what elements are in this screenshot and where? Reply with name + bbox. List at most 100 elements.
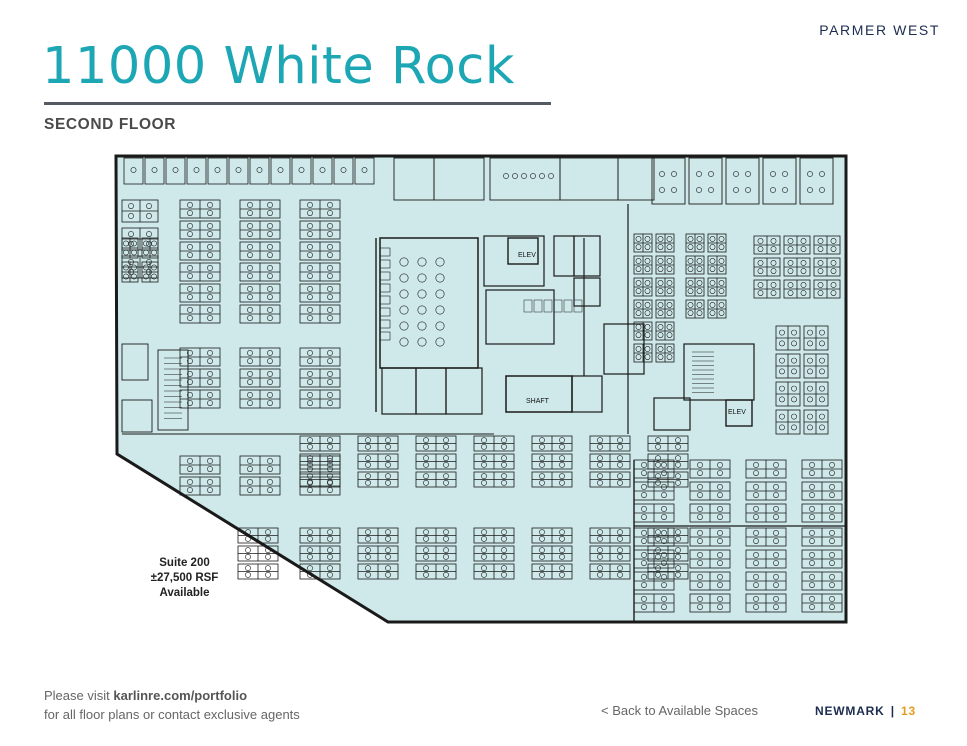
chair	[307, 487, 313, 493]
chair	[791, 385, 797, 392]
back-to-spaces-link[interactable]: < Back to Available Spaces	[601, 703, 758, 718]
chair	[385, 529, 391, 536]
chair	[779, 385, 785, 392]
back-link-label[interactable]: < Back to Available Spaces	[601, 703, 758, 718]
chair	[617, 437, 623, 444]
chair	[675, 455, 681, 462]
chair	[247, 371, 253, 377]
lounge	[121, 343, 149, 381]
chair	[307, 307, 313, 313]
chair	[245, 529, 251, 536]
chair	[830, 260, 837, 266]
booth	[379, 283, 391, 293]
chair	[644, 288, 651, 294]
chair	[327, 244, 333, 250]
chair	[717, 514, 723, 520]
chair	[423, 565, 429, 572]
chair	[819, 385, 825, 392]
chair	[617, 571, 623, 578]
chair	[641, 514, 647, 520]
chair	[267, 265, 273, 271]
chair	[207, 371, 213, 377]
chair	[644, 244, 651, 250]
chair	[327, 443, 333, 450]
chair	[267, 487, 273, 493]
portfolio-link[interactable]: karlinre.com/portfolio	[113, 688, 248, 703]
chair	[709, 288, 716, 294]
chair	[830, 268, 837, 274]
chair	[800, 282, 807, 288]
chair	[597, 565, 603, 572]
chair	[717, 530, 723, 536]
chair	[128, 213, 134, 219]
chair	[187, 223, 193, 229]
chair	[559, 479, 565, 486]
chair	[641, 582, 647, 588]
chair	[187, 244, 193, 250]
chair	[123, 249, 129, 256]
chair	[245, 553, 251, 560]
chair	[709, 280, 716, 286]
chair	[661, 462, 667, 468]
chair	[187, 358, 193, 364]
chair	[327, 315, 333, 321]
chair	[718, 302, 725, 308]
chair	[187, 231, 193, 237]
chair	[481, 535, 487, 542]
chair	[597, 529, 603, 536]
chair	[697, 560, 703, 566]
chair	[307, 535, 313, 542]
utility	[573, 277, 601, 307]
chair	[753, 560, 759, 566]
chair	[128, 231, 134, 237]
chair	[443, 547, 449, 554]
chair	[696, 288, 703, 294]
chair	[697, 604, 703, 610]
chair	[207, 231, 213, 237]
chair	[687, 310, 694, 316]
chair	[481, 479, 487, 486]
perimeter-office	[651, 157, 686, 205]
chair	[146, 231, 152, 237]
chair	[655, 437, 661, 444]
chair	[655, 535, 661, 542]
chair	[443, 461, 449, 468]
perimeter-office	[144, 157, 165, 185]
chair	[597, 553, 603, 560]
perimeter-office	[799, 157, 834, 205]
chair	[829, 492, 835, 498]
chair	[539, 565, 545, 572]
chair	[753, 574, 759, 580]
cafe-table	[417, 337, 427, 347]
chair	[661, 596, 667, 602]
stair-core	[683, 343, 755, 401]
chair	[307, 231, 313, 237]
chair	[267, 231, 273, 237]
chair	[307, 400, 313, 406]
chair	[247, 202, 253, 208]
chair	[247, 350, 253, 356]
chair	[675, 535, 681, 542]
chair	[327, 553, 333, 560]
chair	[675, 479, 681, 486]
chair	[423, 571, 429, 578]
perimeter-office	[291, 157, 312, 185]
chair	[151, 240, 157, 247]
chair	[829, 506, 835, 512]
chair	[717, 596, 723, 602]
chair	[247, 479, 253, 485]
chair	[770, 246, 777, 252]
chair	[757, 246, 764, 252]
chair	[696, 302, 703, 308]
chair	[539, 571, 545, 578]
chair	[657, 346, 664, 352]
chair	[597, 437, 603, 444]
chair	[597, 571, 603, 578]
chair	[697, 462, 703, 468]
chair	[443, 437, 449, 444]
chair	[172, 167, 179, 173]
chair	[307, 202, 313, 208]
chair	[207, 210, 213, 216]
chair	[687, 266, 694, 272]
chair	[617, 479, 623, 486]
